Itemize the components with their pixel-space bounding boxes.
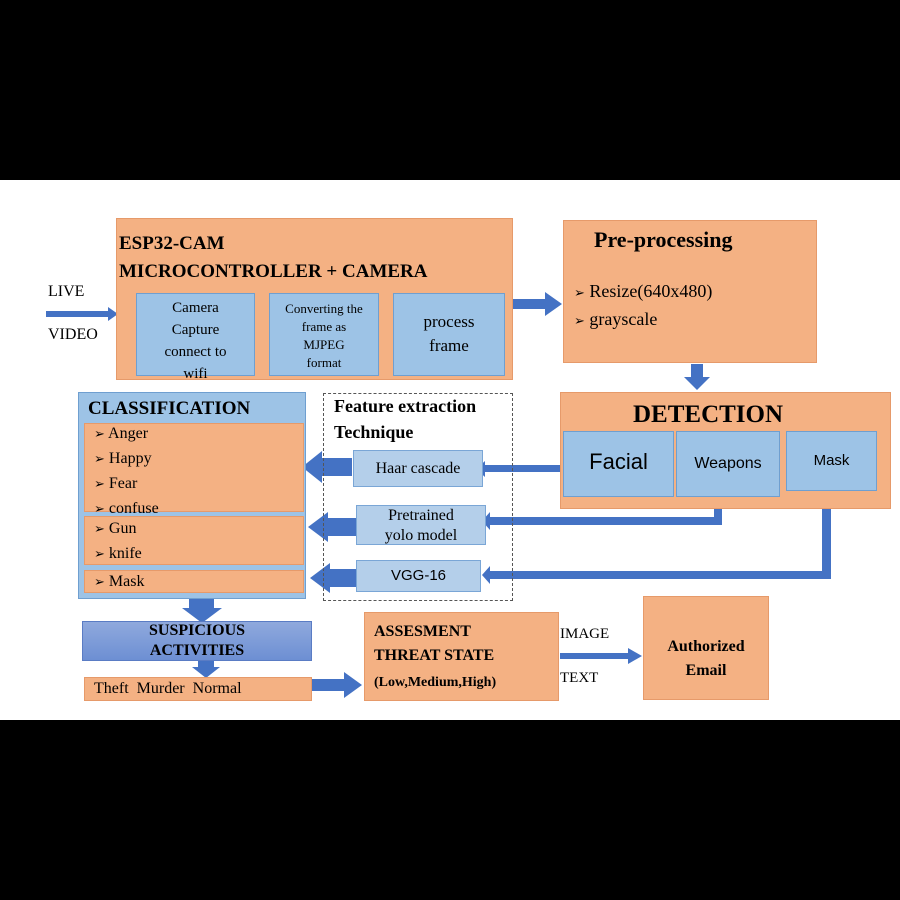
preprocessing-item-resize: ➢ Resize(640x480): [574, 281, 713, 301]
mask-to-vgg-arrow: [482, 566, 831, 584]
preprocessing-item-grayscale: ➢ grayscale: [574, 309, 658, 329]
outcomes-to-assessment-arrow: [312, 672, 362, 698]
process-frame-box: process frame: [393, 293, 505, 376]
detection-facial-box: Facial: [563, 431, 674, 497]
camera-capture-line: wifi: [183, 366, 208, 382]
yolo-model-box: Pretrained yolo model: [356, 505, 486, 545]
classification-to-suspicious-arrow: [182, 599, 222, 623]
weapon-item: ➢ knife: [94, 545, 142, 562]
mjpeg-line: frame as: [301, 319, 347, 334]
microcontroller-title: MICROCONTROLLER + CAMERA: [119, 261, 428, 282]
email-line: Authorized: [667, 638, 745, 655]
vgg-label: VGG-16: [390, 567, 447, 584]
detection-weapons-box: Weapons: [676, 431, 780, 497]
feature-title-line1: Feature extraction: [334, 396, 477, 416]
arrow-bullet-icon: ➢: [574, 286, 585, 301]
weapon-group: ➢ Gun ➢ knife: [84, 516, 304, 565]
yolo-to-classification-arrow: [308, 512, 356, 542]
weapons-to-yolo-arrow: [482, 512, 722, 530]
video-label: VIDEO: [48, 326, 98, 343]
suspicious-line: ACTIVITIES: [149, 642, 245, 659]
feature-extraction-group: Feature extraction Technique: [323, 393, 513, 601]
emotion-item: ➢ Fear: [94, 475, 138, 492]
weapons-label: Weapons: [694, 455, 762, 472]
image-channel-label: IMAGE: [560, 626, 610, 642]
yolo-line: yolo model: [384, 527, 458, 544]
emotion-item: ➢ Happy: [94, 450, 152, 467]
detection-mask-box: Mask: [786, 431, 877, 491]
vgg-to-classification-arrow: [310, 563, 356, 593]
haar-cascade-box: Haar cascade: [353, 450, 483, 487]
weapon-item: ➢ Gun: [94, 520, 137, 537]
emotion-item: ➢ Anger: [94, 425, 149, 442]
arrow-bullet-icon: ➢: [94, 522, 105, 537]
yolo-line: Pretrained: [388, 507, 454, 524]
detection-title: DETECTION: [633, 401, 784, 428]
arrow-bullet-icon: ➢: [574, 314, 585, 329]
assessment-line1: ASSESMENT: [374, 623, 471, 640]
activity-outcomes-box: Theft Murder Normal: [84, 677, 312, 701]
haar-label: Haar cascade: [375, 460, 461, 477]
mask-item: ➢ Mask: [94, 573, 145, 590]
mjpeg-line: MJPEG: [303, 337, 345, 352]
detection-box: DETECTION Facial Weapons Mask: [560, 392, 891, 509]
feature-title-line2: Technique: [334, 422, 414, 442]
haar-to-classification-arrow: [302, 451, 352, 483]
flow-arrows: [46, 292, 831, 698]
live-label: LIVE: [48, 283, 85, 300]
mjpeg-line: Converting the: [285, 301, 363, 316]
mask-label: Mask: [813, 452, 850, 469]
diagram-canvas: LIVE VIDEO ESP32-CAM MICROCONTROLLER + C…: [0, 180, 900, 720]
live-video-arrow: [46, 307, 118, 321]
mjpeg-conversion-box: Converting the frame as MJPEG format: [269, 293, 379, 376]
arrow-bullet-icon: ➢: [94, 502, 105, 517]
arrow-bullet-icon: ➢: [94, 452, 105, 467]
preprocessing-to-detection-arrow: [684, 364, 710, 390]
mask-group: ➢ Mask: [84, 570, 304, 593]
arrow-bullet-icon: ➢: [94, 575, 105, 590]
assessment-to-email-arrow: [560, 648, 642, 664]
authorized-email-box: Authorized Email: [643, 596, 769, 700]
esp-to-preprocessing-arrow: [513, 292, 562, 316]
camera-capture-line: connect to: [164, 344, 227, 360]
classification-title: CLASSIFICATION: [88, 398, 251, 419]
assessment-line3: (Low,Medium,High): [374, 675, 497, 690]
camera-capture-line: Capture: [171, 322, 220, 338]
camera-capture-box: Camera Capture connect to wifi: [136, 293, 255, 382]
suspicious-to-outcomes-arrow: [192, 660, 220, 678]
process-frame-line: process: [423, 312, 475, 331]
emotion-item: ➢ confuse: [94, 500, 159, 517]
arrow-bullet-icon: ➢: [94, 547, 105, 562]
process-frame-line: frame: [429, 336, 469, 355]
email-line: Email: [685, 662, 727, 679]
facial-to-haar-arrow: [476, 461, 562, 477]
preprocessing-box: Pre-processing ➢ Resize(640x480) ➢ grays…: [563, 220, 817, 363]
facial-label: Facial: [589, 449, 648, 474]
camera-capture-line: Camera: [172, 300, 219, 316]
esp32-cam-box: ESP32-CAM MICROCONTROLLER + CAMERA Camer…: [116, 218, 513, 382]
vgg16-box: VGG-16: [356, 560, 481, 592]
arrow-bullet-icon: ➢: [94, 427, 105, 442]
text-channel-label: TEXT: [560, 670, 599, 686]
esp32-title: ESP32-CAM: [119, 233, 225, 254]
mask-down-line: [822, 490, 831, 576]
threat-assessment-box: ASSESMENT THREAT STATE (Low,Medium,High): [364, 612, 559, 701]
suspicious-line: SUSPICIOUS: [148, 622, 246, 639]
activity-outcomes-label: Theft Murder Normal: [94, 680, 242, 697]
suspicious-activities-box: SUSPICIOUS ACTIVITIES: [82, 621, 312, 661]
mjpeg-line: format: [306, 355, 342, 370]
emotion-group: ➢ Anger ➢ Happy ➢ Fear ➢ confuse: [84, 423, 304, 517]
assessment-line2: THREAT STATE: [374, 647, 495, 664]
weapons-down-line: [714, 496, 722, 524]
classification-box: CLASSIFICATION ➢ Anger ➢ Happy ➢ Fear ➢ …: [78, 392, 306, 599]
preprocessing-title: Pre-processing: [594, 227, 733, 252]
arrow-bullet-icon: ➢: [94, 477, 105, 492]
